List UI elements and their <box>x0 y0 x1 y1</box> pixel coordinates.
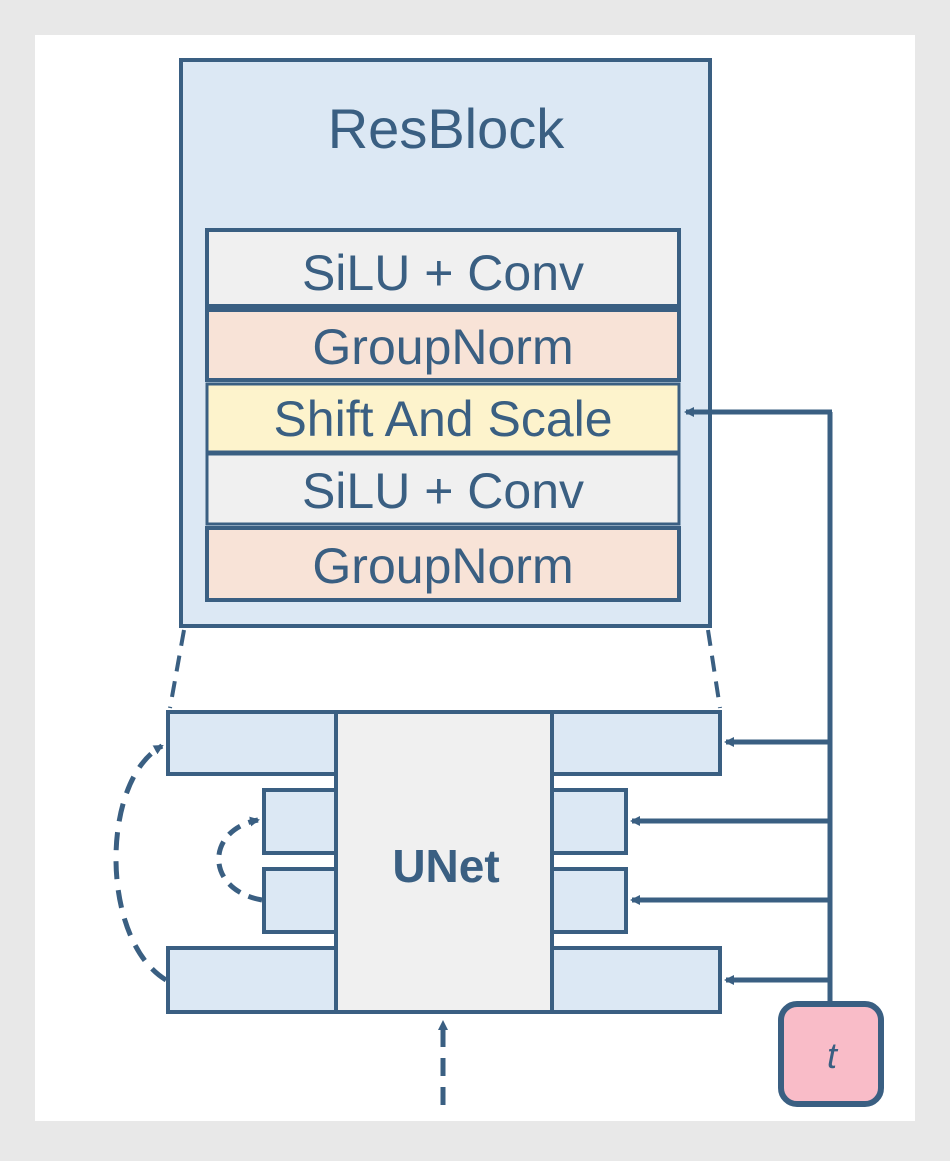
layer-groupnorm-2-label: GroupNorm <box>312 538 573 594</box>
timestep-node <box>778 1001 884 1107</box>
unet-block-top-left <box>166 710 340 776</box>
unet-block-bottom-right <box>548 946 722 1014</box>
zoom-connector-right <box>706 629 722 709</box>
unet-label: UNet <box>392 840 499 892</box>
resblock-title: ResBlock <box>328 97 566 160</box>
unet-block-mid-upper-right <box>548 788 628 855</box>
timestep-label: t <box>827 1035 839 1076</box>
layer-silu-conv-2 <box>205 452 681 526</box>
layer-shift-and-scale <box>205 382 681 454</box>
layer-shift-and-scale-label: Shift And Scale <box>273 391 612 447</box>
layer-groupnorm-2 <box>205 526 681 602</box>
zoom-connector-left <box>168 629 186 709</box>
timestep-conditioning <box>630 407 833 1004</box>
layer-silu-conv-1-label: SiLU + Conv <box>302 245 584 301</box>
unet-core <box>334 710 554 1014</box>
resblock-layer-stack: SiLU + Conv GroupNorm Shift And Scale Si… <box>205 228 681 602</box>
layer-groupnorm-1-label: GroupNorm <box>312 319 573 375</box>
layer-silu-conv-1 <box>205 228 681 308</box>
unet-block-mid-upper-left <box>262 788 342 855</box>
unet-block-bottom-left <box>166 946 340 1014</box>
layer-silu-conv-2-label: SiLU + Conv <box>302 463 584 519</box>
unet-block-top-right <box>548 710 722 776</box>
unet-block-mid-lower-right <box>548 867 628 934</box>
skip-connection-outer <box>113 743 168 983</box>
layer-groupnorm-1 <box>205 308 681 382</box>
unet-blocks <box>166 710 722 1014</box>
unet-block-mid-lower-left <box>262 867 342 934</box>
